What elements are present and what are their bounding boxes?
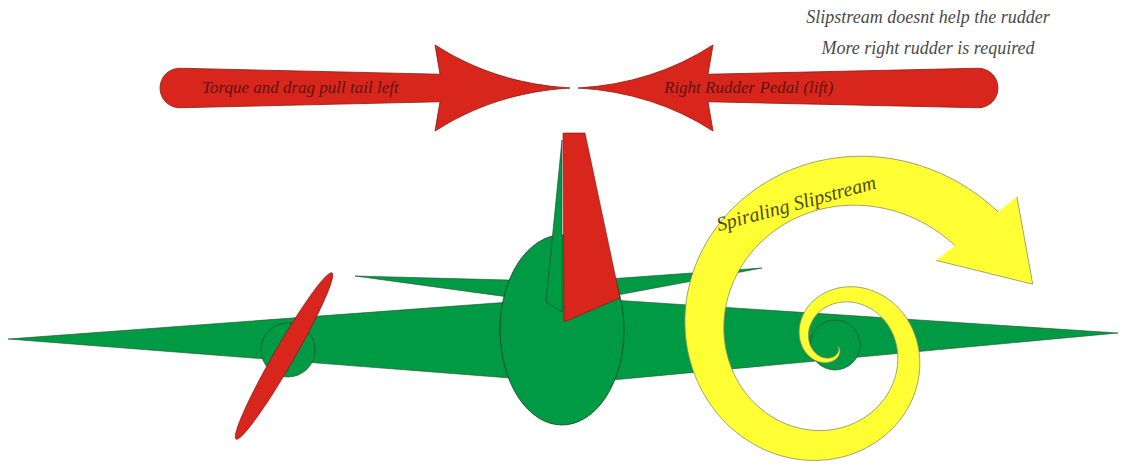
left-wing [8,302,510,378]
arrow-outline [160,45,570,131]
arrow-label: Torque and drag pull tail left [202,78,399,98]
note-text: Slipstream doesnt help the rudder [806,6,1049,28]
torque-arrow: Torque and drag pull tail left [160,45,570,131]
slipstream-label: Spiraling Slipstream [712,170,881,237]
note-text: More right rudder is required [822,37,1035,59]
propeller [227,268,340,444]
arrow-label: Right Rudder Pedal (lift) [664,78,834,98]
note-slot: More right rudder is required [822,37,1035,59]
slipstream-spiral: Spiraling Slipstream [712,170,881,237]
note-slot: Slipstream doesnt help the rudder [806,6,1049,28]
fin-left-side [546,140,562,312]
spiral-band [685,156,1001,460]
right-engine [810,320,860,370]
spiral-arrowhead [936,197,1033,284]
slipstream-spiral-art [685,156,1033,460]
rudder [563,133,620,322]
